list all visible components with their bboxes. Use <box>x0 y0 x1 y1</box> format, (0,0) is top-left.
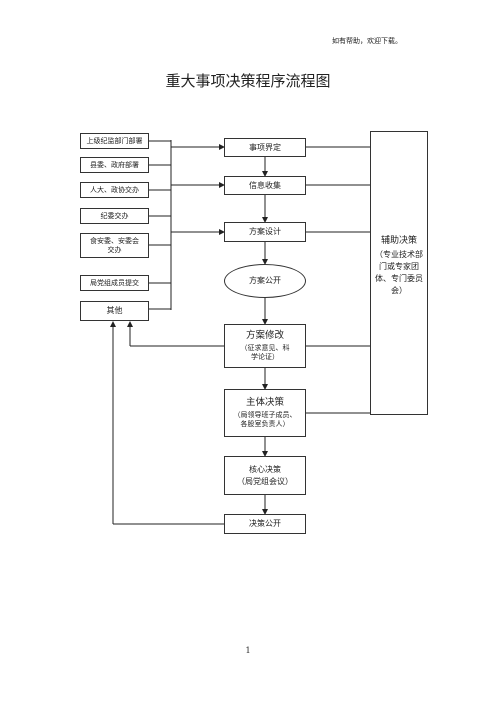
source-safety-committees-label: 食安委、安委会交办 <box>90 236 139 254</box>
step-main-decision-title: 主体决策 <box>245 397 284 409</box>
step-final-public: 决策公开 <box>224 514 306 534</box>
source-safety-committees: 食安委、安委会交办 <box>80 233 149 258</box>
step-design: 方案设计 <box>224 222 306 242</box>
source-discipline-commission: 纪委交办 <box>80 208 149 224</box>
header-note: 如有帮助，欢迎下载。 <box>332 37 402 45</box>
aux-decision-note: （专业技术部门或专家团体、专门委员会） <box>375 250 423 296</box>
step-revise-note: （征求意见、科学论证） <box>240 344 290 361</box>
step-main-decision: 主体决策 （局领导班子成员、各股室负责人） <box>224 389 306 437</box>
source-party-member: 局党组成员提交 <box>80 275 149 291</box>
aux-decision: 辅助决策 （专业技术部门或专家团体、专门委员会） <box>370 131 428 415</box>
source-npc-cppcc: 人大、政协交办 <box>80 182 149 198</box>
aux-decision-title: 辅助决策 <box>380 236 417 246</box>
source-other: 其他 <box>80 301 149 321</box>
step-public: 方案公开 <box>224 264 306 298</box>
step-revise-title: 方案修改 <box>245 330 284 342</box>
step-core-decision-title: 核心决策 <box>249 464 281 474</box>
step-core-decision: 核心决策 （局党组会议） <box>224 456 306 495</box>
step-define: 事项界定 <box>224 138 306 157</box>
step-main-decision-note: （局领导班子成员、各股室负责人） <box>233 411 297 428</box>
step-core-decision-note: （局党组会议） <box>237 476 293 486</box>
source-superior-discipline: 上级纪监部门部署 <box>80 133 149 149</box>
page-title: 重大事项决策程序流程图 <box>165 72 331 90</box>
step-revise: 方案修改 （征求意见、科学论证） <box>224 324 306 368</box>
source-county-government: 县委、政府部署 <box>80 157 149 173</box>
page-number: 1 <box>245 646 251 655</box>
step-collect: 信息收集 <box>224 176 306 195</box>
